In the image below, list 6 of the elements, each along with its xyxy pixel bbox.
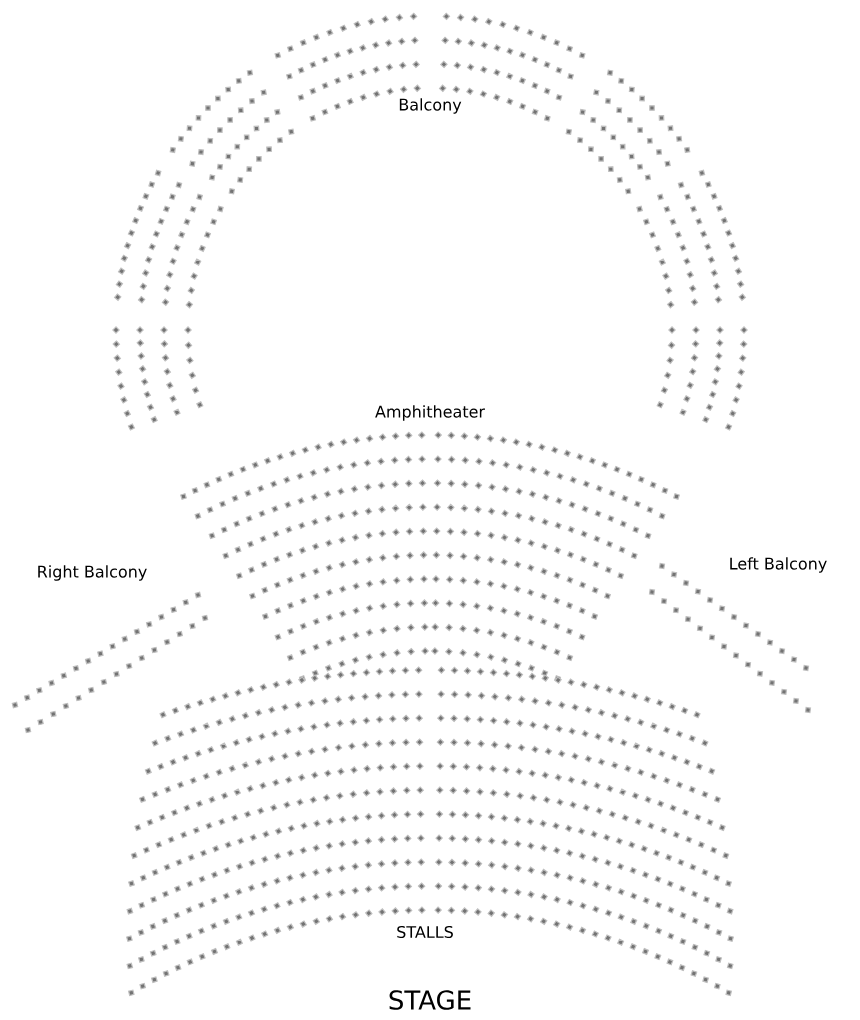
section-label: Balcony (397, 97, 463, 115)
section-label: Right Balcony (35, 564, 149, 582)
section-label: Left Balcony (727, 556, 829, 574)
section-label: Amphitheater (374, 404, 486, 422)
section-label: STALLS (395, 924, 455, 940)
section-label: STAGE (386, 989, 474, 1011)
